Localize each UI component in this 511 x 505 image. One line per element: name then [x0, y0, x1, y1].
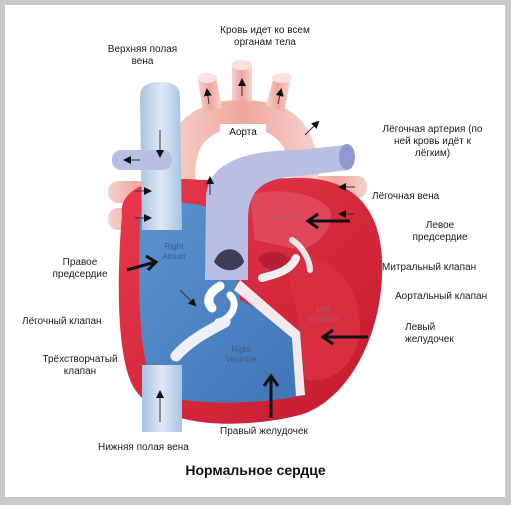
inner-label-right-atrium: Right Atrium: [152, 242, 196, 262]
label-pulmonary-artery: Лёгочная артерия (по ней кровь идёт к лё…: [360, 124, 505, 160]
label-aorta: Аорта: [220, 124, 266, 142]
diagram-caption: Нормальное сердце: [0, 462, 511, 478]
inner-label-right-ventricle: Right Ventricle: [216, 345, 266, 365]
label-right-atrium: Правое предсердие: [40, 257, 120, 281]
label-left-atrium: Левое предсердие: [400, 220, 480, 244]
inner-label-left-ventricle: Left Ventricle: [300, 305, 346, 325]
label-left-ventricle: Левый желудочек: [405, 322, 454, 346]
label-tricuspid-valve: Трёхстворчатый клапан: [30, 354, 130, 378]
label-mitral-valve: Митральный клапан: [382, 262, 476, 274]
pulmonary-artery-left-branch: [112, 150, 172, 170]
inner-label-left-atrium: Left Atrium: [266, 203, 306, 223]
label-aortic-valve: Аортальный клапан: [395, 291, 487, 303]
label-pulmonary-vein: Лёгочная вена: [372, 191, 439, 203]
label-blood-to-body: Кровь идет ко всем органам тела: [200, 25, 330, 49]
label-right-ventricle: Правый желудочек: [220, 426, 308, 438]
label-superior-vena-cava: Верхняя полая вена: [95, 44, 190, 68]
label-inferior-vena-cava: Нижняя полая вена: [98, 442, 189, 454]
label-pulmonary-valve: Лёгочный клапан: [22, 316, 102, 328]
inferior-vena-cava: [142, 365, 182, 432]
